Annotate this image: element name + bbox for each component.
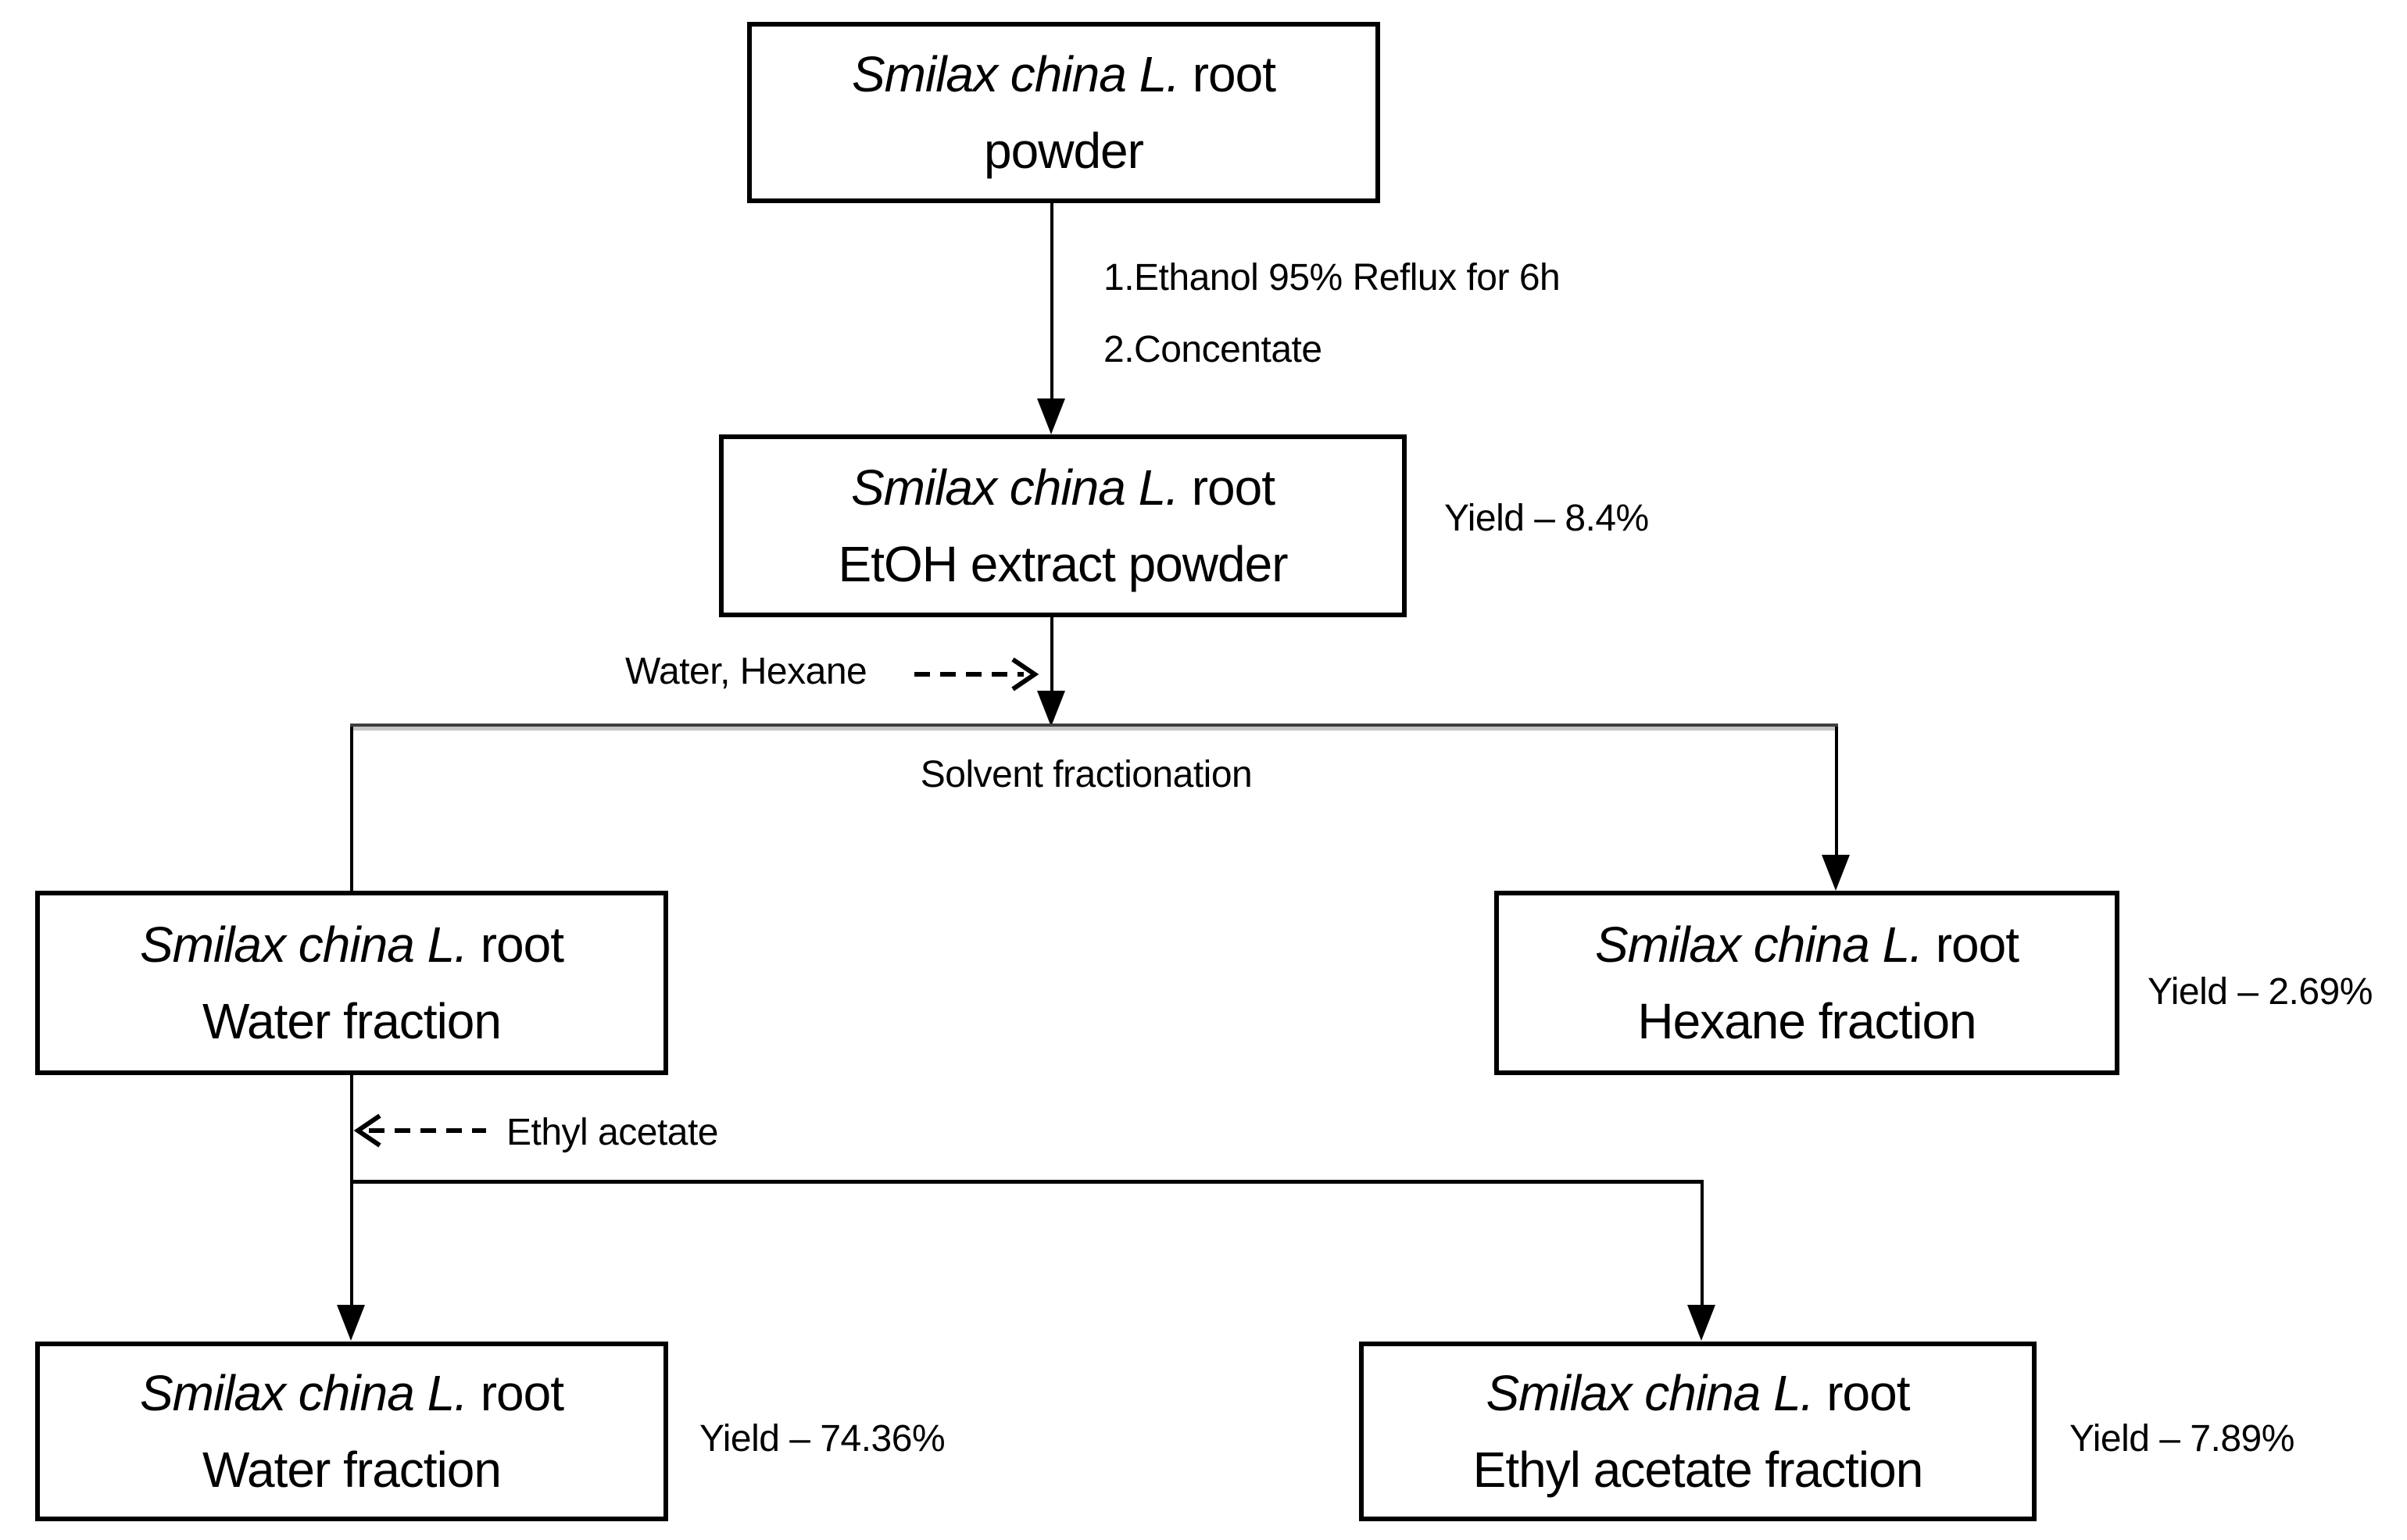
title-rest: root [1813, 1365, 1910, 1421]
branch-line-1 [350, 724, 1838, 727]
box-title-line2: powder [984, 123, 1144, 179]
connector-etoh-to-branch [1050, 617, 1053, 692]
species-name: Smilax china L. [1486, 1365, 1814, 1421]
yield-water-label: Yield – 74.36% [699, 1418, 946, 1460]
box-title-line2: Hexane fraction [1637, 993, 1976, 1049]
box-root-powder: Smilax china L. root powder [747, 22, 1380, 203]
arrowhead-down-icon [1037, 398, 1065, 434]
title-rest: root [1178, 46, 1276, 102]
connector-branch-to-ethyl-acetate [1701, 1184, 1704, 1306]
box-etoh-extract-powder: Smilax china L. root EtOH extract powder [719, 434, 1407, 617]
box-title-line1: Smilax china L. root [139, 1355, 564, 1431]
box-title-line1: Smilax china L. root [851, 449, 1275, 526]
box-title-line2: Ethyl acetate fraction [1472, 1442, 1924, 1498]
process-step1-label: 1.Ethanol 95% Reflux for 6h [1103, 257, 1561, 298]
box-ethyl-acetate-fraction: Smilax china L. root Ethyl acetate fract… [1359, 1342, 2037, 1521]
species-name: Smilax china L. [1594, 916, 1923, 973]
title-rest: root [467, 1365, 564, 1421]
box-title-line2: EtOH extract powder [838, 536, 1289, 592]
connector-water-mid-to-final [350, 1075, 353, 1306]
branch-line-1-shadow [350, 727, 1838, 731]
box-title-line1: Smilax china L. root [139, 906, 564, 983]
box-title-line1: Smilax china L. root [851, 36, 1276, 113]
yield-etoh-label: Yield – 8.4% [1444, 498, 1649, 539]
arrowhead-down-icon [337, 1305, 365, 1341]
title-rest: root [1178, 459, 1275, 516]
connector-root-to-etoh [1050, 203, 1053, 400]
title-rest: root [1922, 916, 2019, 973]
dashed-arrow-right-icon [914, 657, 1039, 691]
process-step2-label: 2.Concentate [1103, 329, 1322, 370]
box-hexane-fraction: Smilax china L. root Hexane fraction [1494, 891, 2119, 1075]
yield-hexane-label: Yield – 2.69% [2148, 971, 2373, 1013]
ethyl-acetate-label: Ethyl acetate [506, 1112, 719, 1153]
connector-branch-to-hexane [1835, 727, 1838, 856]
box-water-fraction-mid: Smilax china L. root Water fraction [35, 891, 668, 1075]
arrowhead-down-icon [1687, 1305, 1715, 1341]
box-title-line1: Smilax china L. root [1595, 906, 2019, 983]
arrowhead-down-icon [1822, 855, 1850, 891]
water-hexane-label: Water, Hexane [625, 651, 867, 692]
species-name: Smilax china L. [851, 46, 1180, 102]
box-water-fraction-final: Smilax china L. root Water fraction [35, 1342, 668, 1521]
species-name: Smilax china L. [850, 459, 1179, 516]
connector-branch-to-water-mid [350, 727, 353, 892]
box-title-line1: Smilax china L. root [1486, 1355, 1910, 1431]
branch-line-2 [350, 1180, 1704, 1184]
yield-ethyl-acetate-label: Yield – 7.89% [2069, 1418, 2294, 1460]
box-title-line2: Water fraction [202, 993, 502, 1049]
title-rest: root [467, 916, 564, 973]
species-name: Smilax china L. [139, 916, 468, 973]
species-name: Smilax china L. [139, 1365, 468, 1421]
dashed-arrow-left-icon [353, 1113, 486, 1148]
solvent-fractionation-label: Solvent fractionation [920, 754, 1253, 795]
arrowhead-down-icon [1037, 691, 1065, 727]
box-title-line2: Water fraction [202, 1442, 502, 1498]
